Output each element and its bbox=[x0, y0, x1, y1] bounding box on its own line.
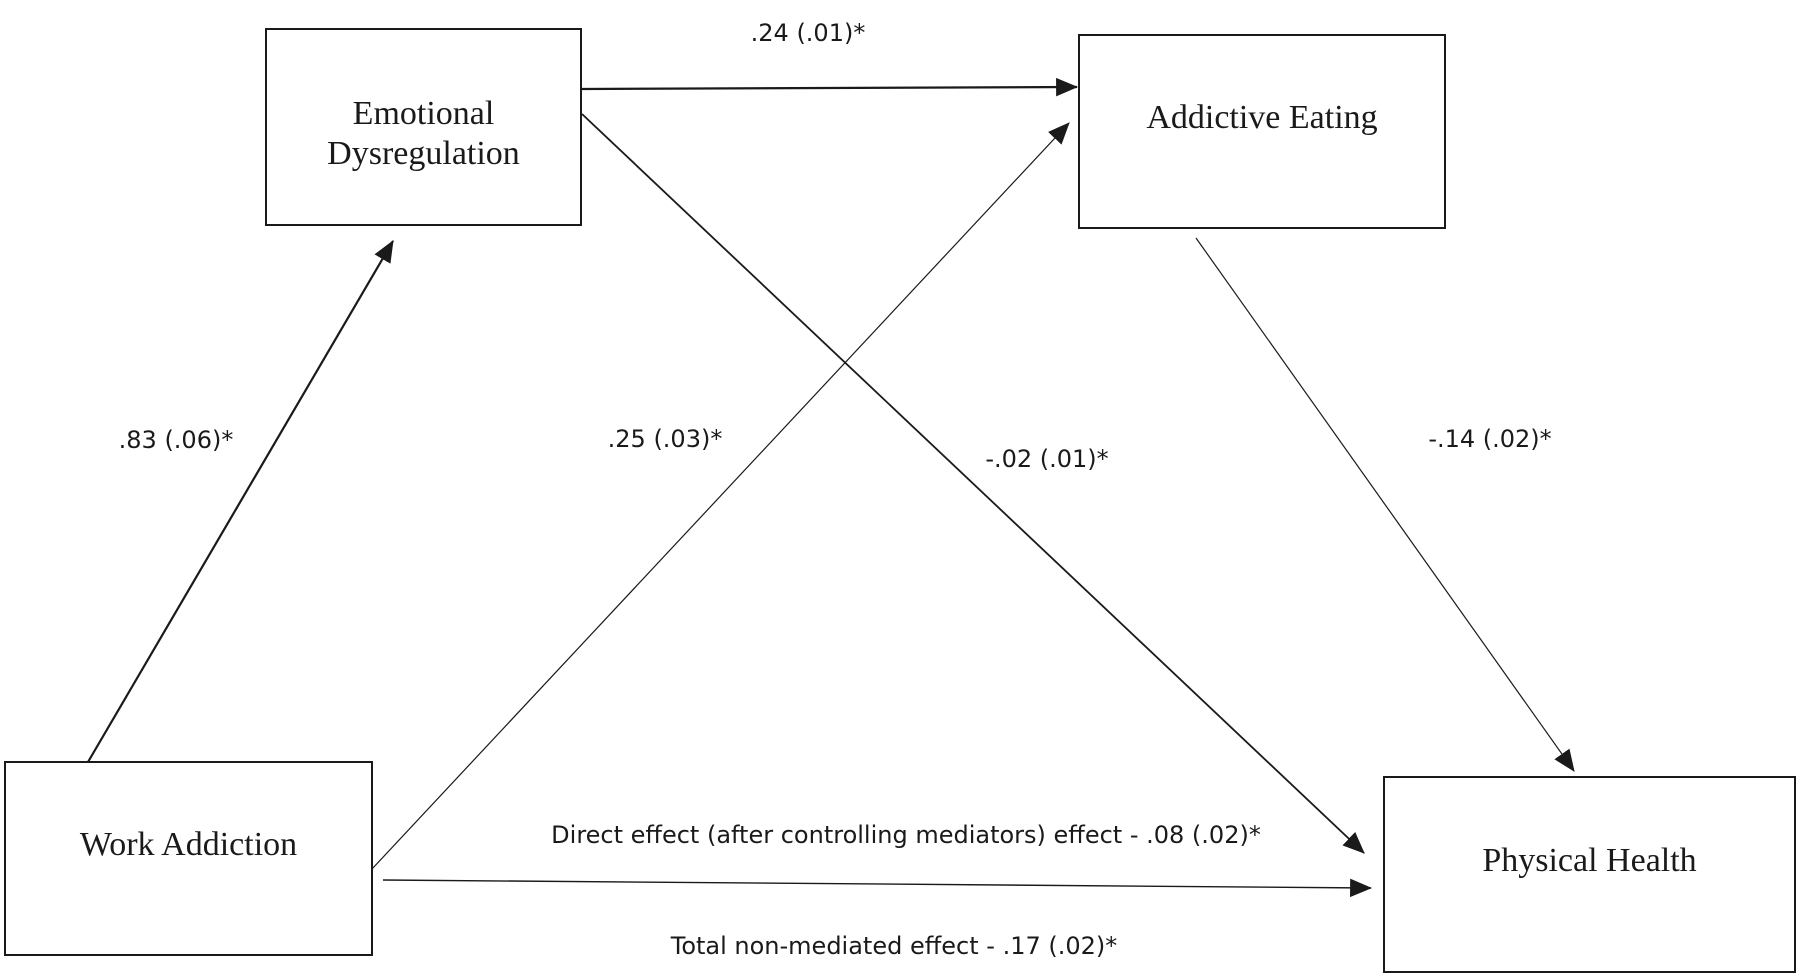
path-label-emotional-to-physical: -.02 (.01)* bbox=[985, 445, 1108, 473]
node-emotional-dysregulation: Emotional Dysregulation bbox=[265, 28, 582, 226]
path-addictive-to-physical bbox=[1195, 237, 1575, 772]
node-addictive-eating: Addictive Eating bbox=[1078, 34, 1446, 229]
path-label-work-to-emotional: .83 (.06)* bbox=[119, 426, 234, 454]
path-emotional-to-physical bbox=[581, 113, 1365, 854]
node-physical-health: Physical Health bbox=[1383, 776, 1796, 973]
node-emotional-dysregulation-label-line1: Emotional bbox=[353, 95, 495, 132]
path-label-addictive-to-physical: -.14 (.02)* bbox=[1428, 425, 1551, 453]
path-label-work-to-addictive: .25 (.03)* bbox=[608, 425, 723, 453]
path-work-to-addictive bbox=[371, 122, 1070, 870]
node-work-addiction-label: Work Addiction bbox=[80, 826, 297, 863]
node-emotional-dysregulation-label-line2: Dysregulation bbox=[327, 135, 520, 172]
path-work-to-physical bbox=[382, 878, 1373, 898]
path-emotional-to-addictive bbox=[581, 77, 1079, 97]
path-label-emotional-to-addictive: .24 (.01)* bbox=[751, 19, 866, 47]
path-label-total-effect: Total non-mediated effect - .17 (.02)* bbox=[670, 932, 1118, 960]
path-label-direct-effect: Direct effect (after controlling mediato… bbox=[551, 821, 1261, 849]
node-addictive-eating-label: Addictive Eating bbox=[1146, 99, 1377, 136]
node-physical-health-label: Physical Health bbox=[1482, 842, 1696, 879]
path-work-to-emotional bbox=[87, 240, 394, 763]
node-work-addiction: Work Addiction bbox=[4, 761, 373, 956]
